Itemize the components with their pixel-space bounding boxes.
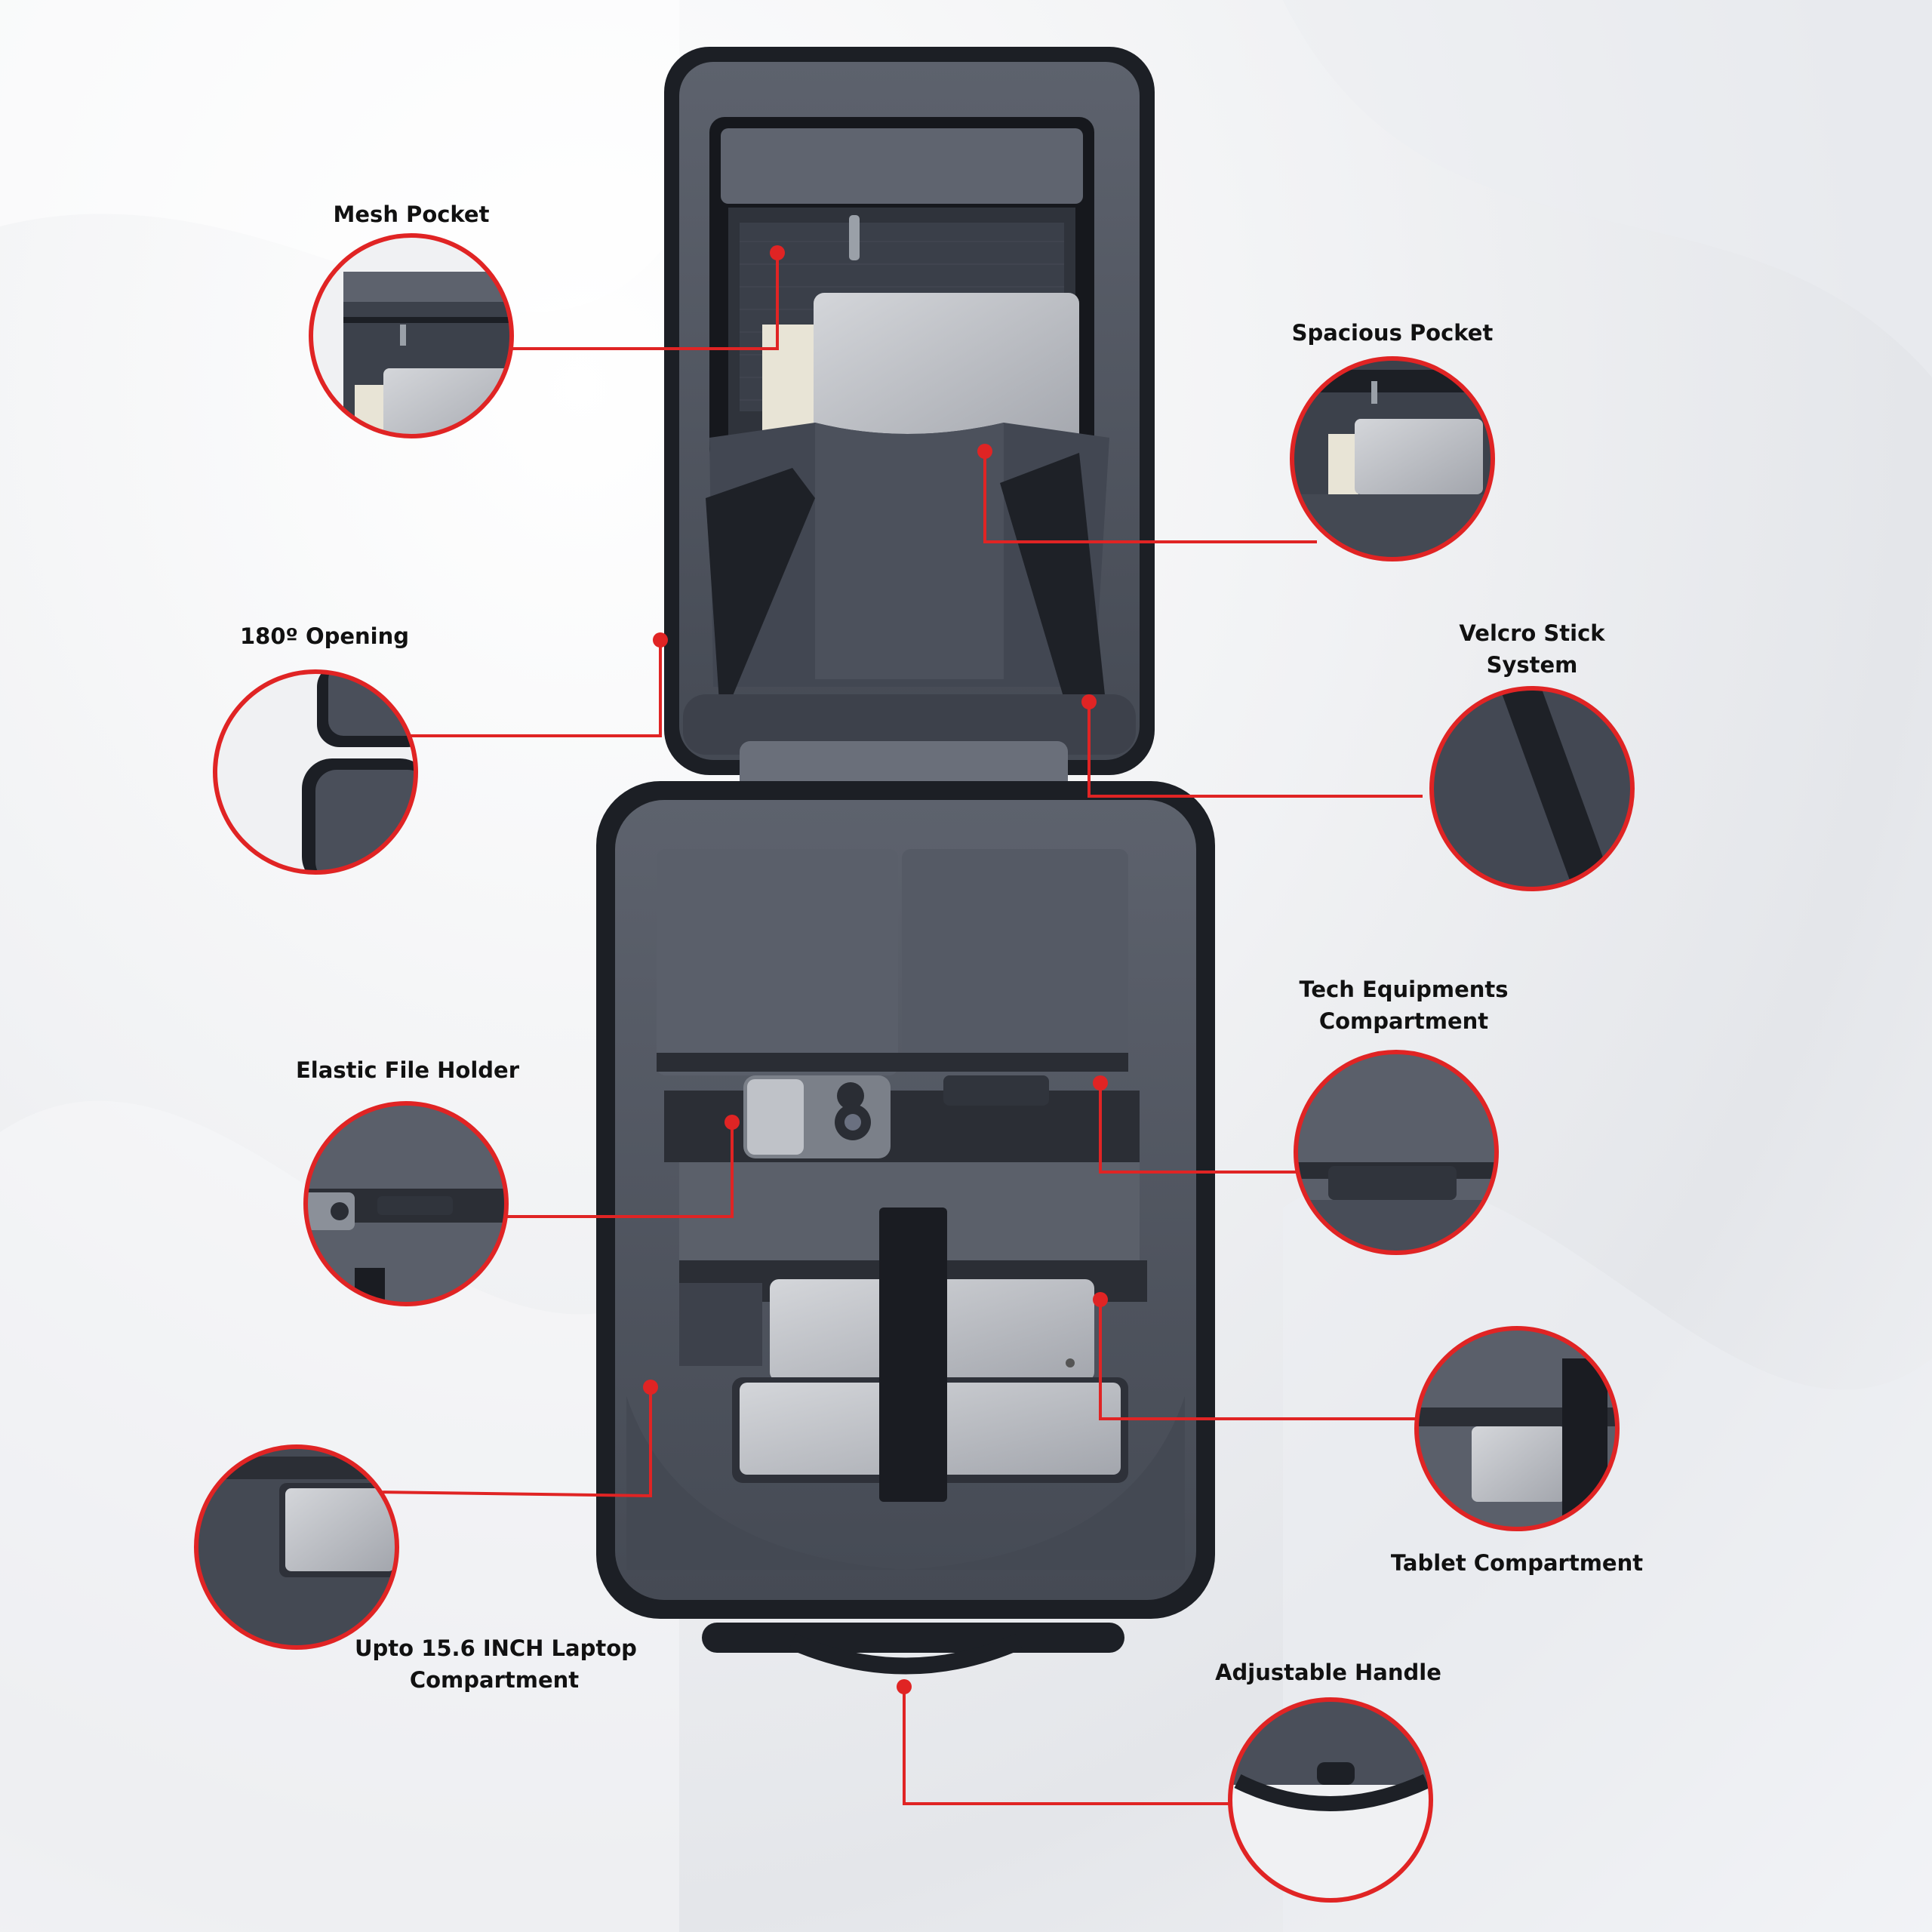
elastic-holder-label: Elastic File Holder: [296, 1057, 519, 1083]
backpack-top-lid: [664, 47, 1155, 775]
callout-dots: [643, 245, 1108, 1694]
tablet-compartment-detail: [1414, 1326, 1620, 1531]
handle-detail: [1228, 1697, 1433, 1903]
spacious-pocket-detail: [1290, 356, 1495, 561]
mesh-pocket-detail: [309, 233, 514, 438]
tablet-compartment-label: Tablet Compartment: [1390, 1550, 1644, 1576]
opening-180-label: 180º Opening: [239, 623, 410, 649]
velcro-label: Velcro Stick System: [1459, 620, 1605, 678]
opening-180-detail: [213, 669, 418, 875]
spacious-pocket-label: Spacious Pocket: [1291, 320, 1494, 346]
laptop-compartment-label: Upto 15.6 INCH Laptop Compartment: [355, 1635, 637, 1693]
adjustable-handle-label: Adjustable Handle: [1215, 1660, 1441, 1685]
mesh-pocket-label: Mesh Pocket: [333, 202, 490, 227]
velcro-detail: [1429, 686, 1635, 891]
tech-compartment-label: Tech Equipments Compartment: [1299, 977, 1509, 1034]
backpack-main-body: [596, 781, 1215, 1619]
elastic-holder-detail: [303, 1101, 509, 1306]
adjustable-handle: [702, 1623, 1124, 1675]
